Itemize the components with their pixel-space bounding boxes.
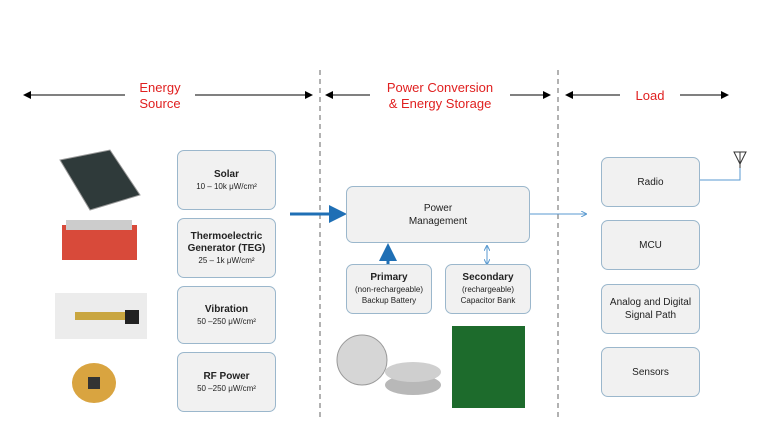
coin-battery-image bbox=[336, 334, 441, 395]
solar-panel-image bbox=[59, 149, 141, 211]
primary-desc: Backup Battery bbox=[361, 296, 417, 305]
source-range: 50 –250 μW/cm² bbox=[197, 316, 256, 326]
source-title: Thermoelectric Generator (TEG) bbox=[187, 230, 266, 254]
primary-sub: (non-rechargeable) bbox=[354, 285, 424, 294]
antenna-icon bbox=[733, 151, 747, 168]
capacitor-bank-image bbox=[452, 326, 525, 408]
primary-battery-box: Primary (non-rechargeable) Backup Battery bbox=[346, 264, 432, 314]
source-teg: Thermoelectric Generator (TEG)25 – 1k μW… bbox=[177, 218, 276, 278]
header-load: Load bbox=[620, 88, 680, 104]
load-label: Radio bbox=[637, 176, 664, 188]
secondary-storage-box: Secondary (rechargeable) Capacitor Bank bbox=[445, 264, 531, 314]
source-title: Vibration bbox=[204, 303, 249, 315]
power-management-label: Power Management bbox=[408, 202, 468, 227]
source-range: 25 – 1k μW/cm² bbox=[198, 255, 255, 265]
source-title: RF Power bbox=[203, 370, 250, 382]
secondary-desc: Capacitor Bank bbox=[460, 296, 516, 305]
secondary-title: Secondary bbox=[462, 272, 514, 283]
secondary-sub: (rechargeable) bbox=[461, 285, 515, 294]
source-range: 50 –250 μW/cm² bbox=[197, 383, 256, 393]
vibration-harvester-image bbox=[55, 293, 147, 339]
load-mcu: MCU bbox=[601, 220, 700, 270]
source-title: Solar bbox=[213, 168, 239, 180]
load-sensors: Sensors bbox=[601, 347, 700, 397]
primary-title: Primary bbox=[370, 272, 408, 283]
teg-image bbox=[62, 220, 137, 260]
power-management-box: Power Management bbox=[346, 186, 530, 243]
rf-harvester-image bbox=[72, 363, 116, 403]
header-power-conversion: Power Conversion & Energy Storage bbox=[370, 80, 510, 112]
header-energy-source: Energy Source bbox=[125, 80, 195, 112]
load-radio: Radio bbox=[601, 157, 700, 207]
load-label: Analog and Digital Signal Path bbox=[609, 297, 692, 321]
load-signal-path: Analog and Digital Signal Path bbox=[601, 284, 700, 334]
load-label: Sensors bbox=[632, 366, 669, 378]
source-range: 10 – 10k μW/cm² bbox=[196, 181, 257, 191]
load-label: MCU bbox=[639, 239, 662, 251]
